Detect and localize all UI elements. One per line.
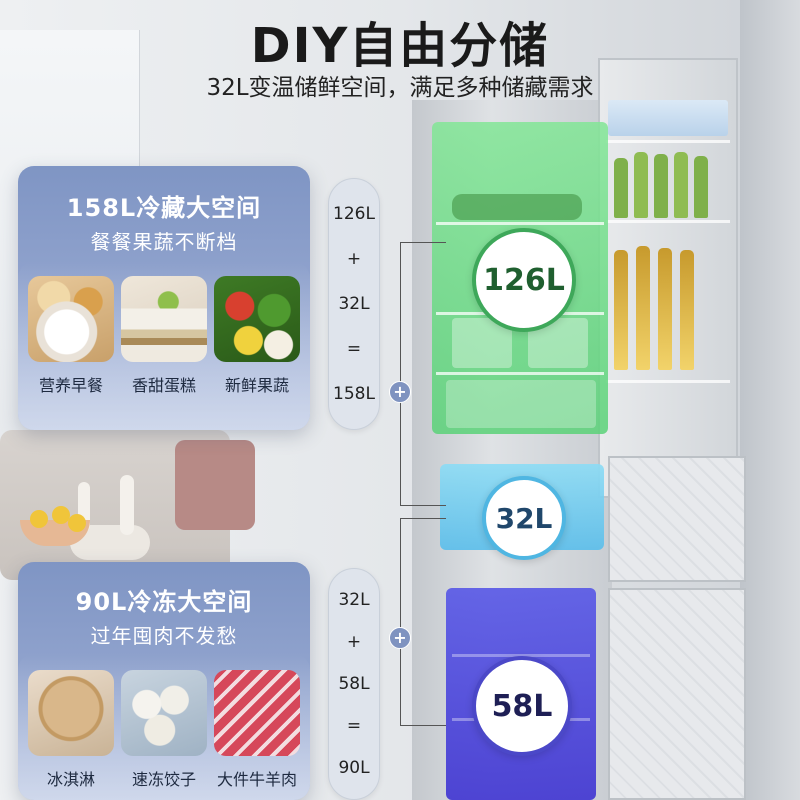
bottle [654,154,668,218]
equation-operator: = [346,716,362,736]
panel-subheading: 餐餐果蔬不断档 [90,230,238,254]
background-decor-vase [120,475,134,535]
cake-photo [121,276,207,362]
equation-term: 32L [338,590,370,610]
panel-heading: 158L冷藏大空间 [66,194,262,222]
crisper-drawer [446,380,596,428]
food-gallery: 营养早餐 香甜蛋糕 新鲜果蔬 [28,276,300,396]
food-label: 冰淇淋 [46,770,95,789]
wine-bottle [680,250,694,370]
equation-term: 58L [338,674,370,694]
background-fruit [68,514,86,532]
panel-heading: 90L冷冻大空间 [75,588,253,616]
food-item: 新鲜果蔬 [214,276,300,396]
food-item: 香甜蛋糕 [121,276,207,396]
freezer-drawer-edge [452,654,590,657]
food-item: 冰淇淋 [28,670,114,790]
bottle [634,152,648,218]
equation-result: 90L [338,758,370,778]
door-shelf [606,380,730,383]
fridge-open-door [598,58,738,498]
food-label: 营养早餐 [38,376,103,395]
background-fruit [52,506,70,524]
refrigerated-capacity-badge: 126L [472,228,576,332]
wine-bottle [658,248,672,370]
capacity-equation-freezer: 32L + 58L = 90L [328,568,380,800]
connector-bracket-bottom [400,518,446,726]
door-shelf [606,220,730,223]
background-pillow [175,440,255,530]
equation-term: 126L [333,203,375,224]
vegetables-on-shelf [452,194,582,220]
wine-bottle [636,246,650,370]
page-title: DIY自由分储 [250,18,550,74]
panel-subheading: 过年囤肉不发愁 [90,624,238,648]
food-label: 速冻饺子 [131,770,196,789]
fridge-shelf [436,222,604,225]
food-item: 大件牛羊肉 [214,670,300,790]
equation-operator: = [346,339,362,360]
food-label: 香甜蛋糕 [131,376,196,395]
bottle [694,156,708,218]
food-item: 速冻饺子 [121,670,207,790]
fridge-bottom-door [608,588,746,800]
equation-result: 158L [333,384,375,405]
refrigerator-illustration: 126L 32L 58L [412,58,748,800]
plus-icon: + [389,381,411,403]
freezer-feature-panel: 90L冷冻大空间 过年囤肉不发愁 冰淇淋 速冻饺子 大件牛羊肉 [18,562,310,800]
fridge-shelf [436,372,604,375]
dumplings-photo [121,670,207,756]
bottle [614,158,628,218]
fridge-middle-door [608,456,746,582]
vegetables-photo [214,276,300,362]
wine-bottle [614,250,628,370]
capacity-equation-refrigerated: 126L + 32L = 158L [328,178,380,430]
plus-icon: + [389,627,411,649]
equation-term: 32L [338,293,370,314]
door-milk-cartons [608,100,728,136]
equation-operator: + [346,632,362,652]
meat-photo [214,670,300,756]
icecream-photo [28,670,114,756]
food-item: 营养早餐 [28,276,114,396]
equation-operator: + [346,248,362,269]
page-subtitle: 32L变温储鲜空间，满足多种储藏需求 [206,75,594,101]
food-label: 大件牛羊肉 [216,770,297,789]
variable-capacity-badge: 32L [482,476,566,560]
background-fruit [30,510,48,528]
door-shelf [606,140,730,143]
food-gallery: 冰淇淋 速冻饺子 大件牛羊肉 [28,670,300,790]
bottle [674,152,688,218]
background-wall-right [740,0,800,800]
breakfast-photo [28,276,114,362]
connector-bracket-top [400,242,446,506]
food-label: 新鲜果蔬 [224,376,289,395]
freezer-capacity-badge: 58L [472,656,572,756]
refrigerated-feature-panel: 158L冷藏大空间 餐餐果蔬不断档 营养早餐 香甜蛋糕 新鲜果蔬 [18,166,310,430]
